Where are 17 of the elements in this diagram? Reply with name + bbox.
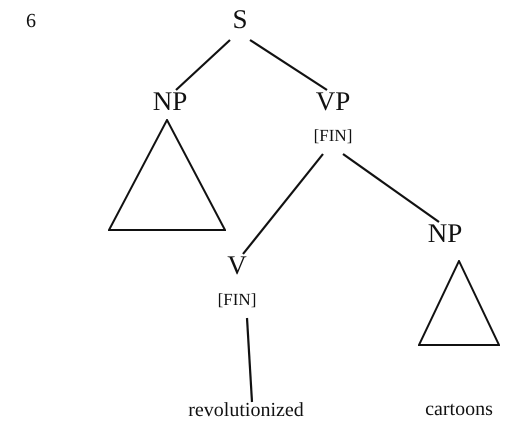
feature-label: [FIN] (218, 289, 256, 311)
leaf-word: cartoons (425, 398, 493, 421)
tree-branch (342, 153, 440, 223)
feature-label: [FIN] (314, 125, 352, 147)
triangle-symbol (108, 119, 226, 231)
tree-branch (175, 39, 231, 91)
example-number: 6 (26, 10, 36, 33)
category-label: V (227, 250, 247, 280)
category-label: NP (428, 218, 462, 248)
tree-branch (249, 39, 328, 91)
leaf-word: revolutionized (188, 398, 304, 422)
tree-branch (242, 153, 324, 255)
tree-branch (246, 318, 254, 402)
category-label: NP (152, 86, 188, 116)
triangle-symbol (418, 260, 500, 346)
category-label: VP (316, 86, 350, 116)
category-label: S (232, 4, 248, 34)
